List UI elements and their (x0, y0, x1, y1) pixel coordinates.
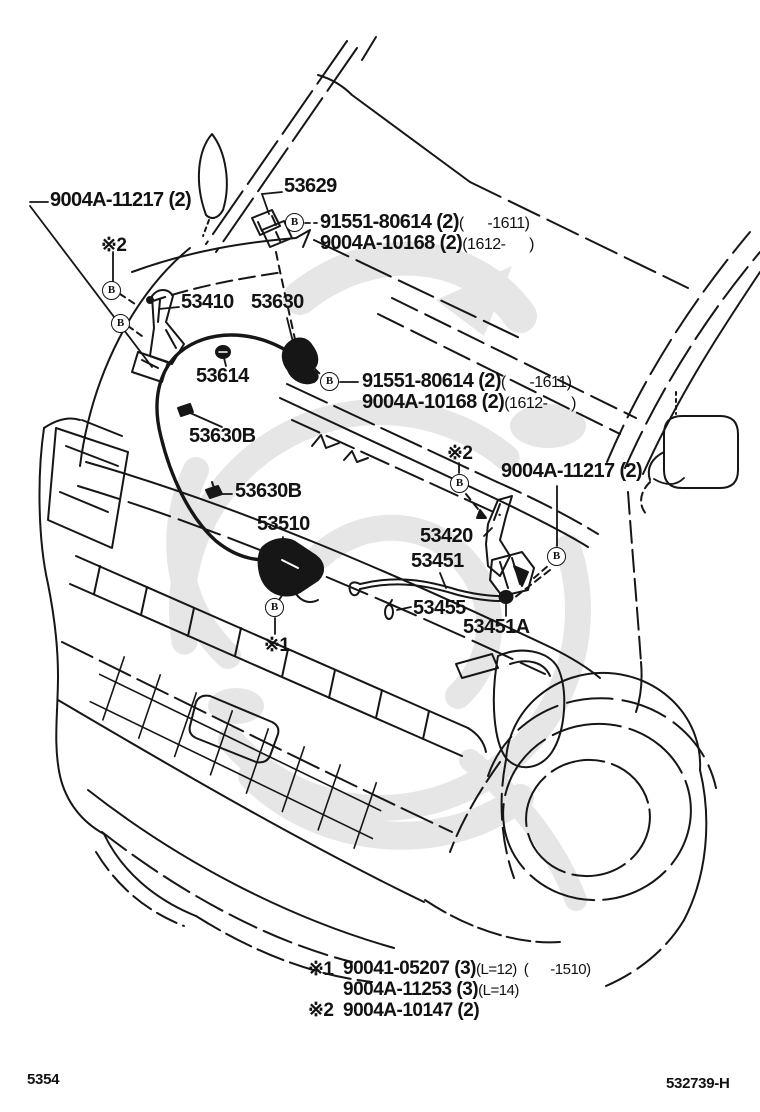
part-hood-lock-53510 (257, 538, 324, 603)
part-number: 9004A-10147 (2) (343, 1000, 480, 1021)
part-label-9004a-11217-left: 9004A-11217 (2) (50, 189, 192, 211)
part-release-cable-53630 (155, 333, 321, 562)
part-label-53455: 53455 (413, 597, 466, 619)
length-spec: (L=12) (476, 961, 517, 978)
bolt-marker-b-lock: B (265, 598, 284, 617)
part-number: 9004A-10168 (2) (320, 232, 463, 254)
part-label-91551-mid-line1: 91551-80614 (2)( -1611) (362, 370, 572, 392)
bolt-marker-b-right-upper: B (450, 474, 469, 493)
bolt-marker-b-mid: B (320, 372, 339, 391)
part-number: 90041-05207 (3) (343, 958, 477, 979)
left-mirror (197, 133, 228, 237)
part-label-9004a-top-line2: 9004A-10168 (2)(1612- ) (320, 233, 534, 253)
footnote-marker-x2-right: ※2 (447, 443, 473, 464)
part-label-91551-top-line1: 91551-80614 (2)( -1611) (320, 211, 530, 233)
part-hinge-53420 (465, 493, 551, 599)
front-wheel-and-fender (424, 491, 717, 987)
footnote-marker-x1: ※1 (264, 635, 290, 656)
bolt-marker-b-hinge-upper: B (102, 281, 121, 300)
footnote-x1-marker: ※1 (308, 959, 334, 980)
applicability-range: (1612- ) (462, 236, 534, 253)
footnote-x1-line2: 9004A-11253 (3)(L=14) (343, 980, 519, 999)
part-label-53410: 53410 (181, 291, 234, 313)
applicability-range: ( -1611) (458, 215, 530, 232)
part-label-9004a-mid-line2: 9004A-10168 (2)(1612- ) (362, 392, 576, 412)
front-fascia (38, 417, 487, 983)
windshield-pillars (205, 36, 760, 475)
part-label-53420: 53420 (420, 525, 473, 547)
part-label-53451a: 53451A (463, 616, 530, 638)
leader-lines (29, 191, 685, 635)
part-label-9004a-11217-right: 9004A-11217 (2) (501, 460, 643, 482)
part-number: 9004A-10168 (2) (362, 391, 505, 413)
right-mirror (640, 391, 739, 515)
footnote-x2-line: 9004A-10147 (2) (343, 1000, 480, 1021)
bolt-marker-b-top: B (285, 213, 304, 232)
part-label-53630: 53630 (251, 291, 304, 313)
applicability-range: ( -1611) (500, 374, 572, 391)
figure-number: 5354 (27, 1071, 60, 1088)
footnote-marker-x2-left: ※2 (101, 235, 127, 256)
part-label-53614: 53614 (196, 365, 249, 387)
footnote-x1-line1: 90041-05207 (3)(L=12) ( -1510) (343, 959, 591, 978)
part-label-53629: 53629 (284, 175, 337, 197)
part-number: 9004A-11253 (3) (343, 979, 479, 1000)
part-striker-53629 (251, 209, 297, 345)
applicability-range: ( -1510) (523, 961, 591, 978)
part-label-53510: 53510 (257, 513, 310, 535)
bolt-marker-b-right-lower: B (547, 547, 566, 566)
length-spec: (L=14) (478, 982, 519, 999)
applicability-range: (1612- ) (504, 395, 576, 412)
right-headlight (449, 649, 566, 853)
part-label-53451: 53451 (411, 550, 464, 572)
part-label-53630b-lower: 53630B (235, 480, 302, 502)
footnote-x2-marker: ※2 (308, 1000, 334, 1021)
part-label-53630b-upper: 53630B (189, 425, 256, 447)
part-number: 91551-80614 (2) (320, 211, 460, 233)
part-number: 91551-80614 (2) (362, 370, 502, 392)
drawing-number: 532739-H (666, 1075, 730, 1092)
part-support-rod-53451 (348, 578, 514, 620)
bolt-marker-b-hinge-lower: B (111, 314, 130, 333)
